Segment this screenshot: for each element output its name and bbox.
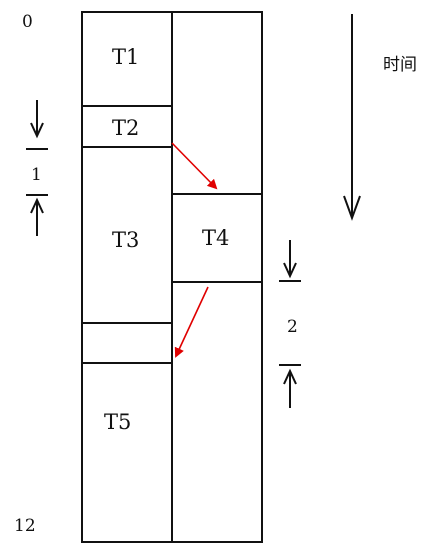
left-interval-label: 1 bbox=[31, 165, 42, 185]
left-column bbox=[81, 11, 173, 543]
time-label: 时间 bbox=[383, 55, 417, 75]
task-t1-label: T1 bbox=[112, 45, 139, 69]
t2-to-t4-arrow bbox=[171, 142, 218, 190]
left-interval-marker bbox=[26, 100, 48, 236]
t4-to-t5-arrow bbox=[174, 286, 209, 358]
task-t4-label: T4 bbox=[202, 226, 229, 250]
right-interval-label: 2 bbox=[287, 317, 298, 337]
time-arrow-icon bbox=[343, 14, 361, 221]
left-blocks bbox=[82, 105, 172, 364]
right-interval-marker bbox=[279, 240, 301, 408]
timeline-end-label: 12 bbox=[14, 516, 36, 536]
right-blocks bbox=[172, 193, 262, 283]
right-column bbox=[171, 11, 263, 543]
task-t3-label: T3 bbox=[112, 228, 139, 252]
task-t5-label: T5 bbox=[104, 410, 131, 434]
timeline-start-label: 0 bbox=[22, 12, 33, 32]
task-t2-label: T2 bbox=[112, 116, 139, 140]
column-frame bbox=[81, 11, 263, 543]
